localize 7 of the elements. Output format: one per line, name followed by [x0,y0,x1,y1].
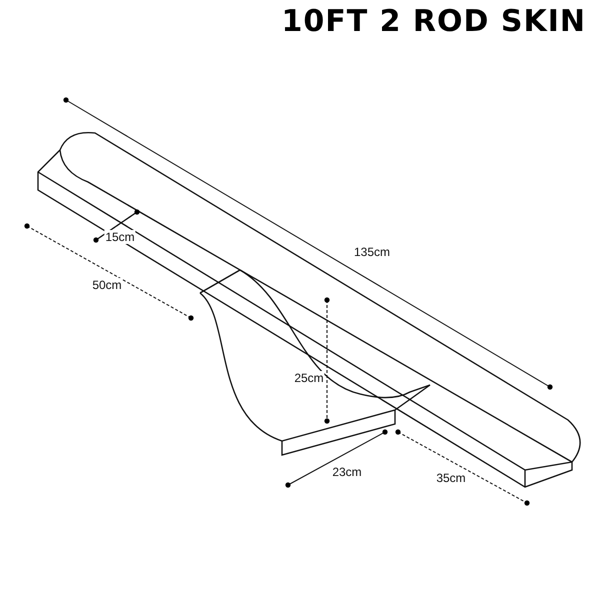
dimension-label: 15cm [104,230,136,244]
dimension-label: 50cm [91,278,123,292]
dimension-label: 135cm [352,245,392,259]
title: 10FT 2 ROD SKIN [281,4,586,39]
dimension-label: 23cm [331,465,363,479]
dimension-label: 25cm [293,371,325,385]
dimension-label: 35cm [435,471,467,485]
